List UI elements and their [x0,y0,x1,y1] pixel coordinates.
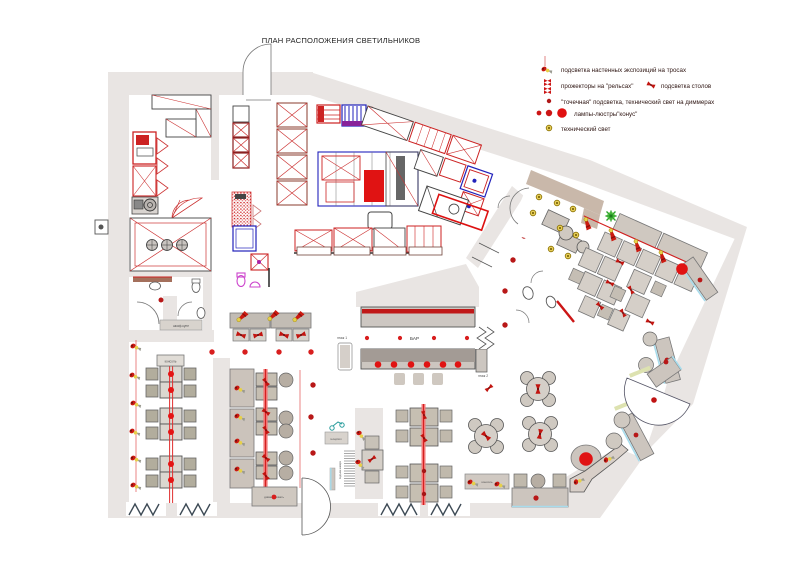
svg-text:шкаф-купе: шкаф-купе [173,324,189,328]
svg-text:этаж 1: этаж 1 [337,336,347,340]
svg-text:подсветка настенных экспозиций: подсветка настенных экспозиций на тросах [561,67,687,74]
svg-text:технический свет: технический свет [561,126,611,133]
svg-text:подсветка столов: подсветка столов [661,83,712,90]
svg-text:этаж 2: этаж 2 [478,374,488,378]
svg-text:прожекторы на "рельсах": прожекторы на "рельсах" [561,83,633,90]
svg-text:консоль: консоль [165,360,177,364]
svg-text:ПЛАН РАСПОЛОЖЕНИЯ СВЕТИЛЬНИКОВ: ПЛАН РАСПОЛОЖЕНИЯ СВЕТИЛЬНИКОВ [262,36,421,45]
svg-text:reception: reception [330,437,342,441]
svg-text:БАР: БАР [410,336,419,341]
svg-text:лампы-люстры"конус": лампы-люстры"конус" [574,111,637,118]
svg-text:консоль: консоль [481,480,493,484]
svg-text:подъем наверх: подъем наверх [339,460,342,479]
svg-text:"точечная" подсветка, техничес: "точечная" подсветка, технический свет н… [561,99,715,106]
